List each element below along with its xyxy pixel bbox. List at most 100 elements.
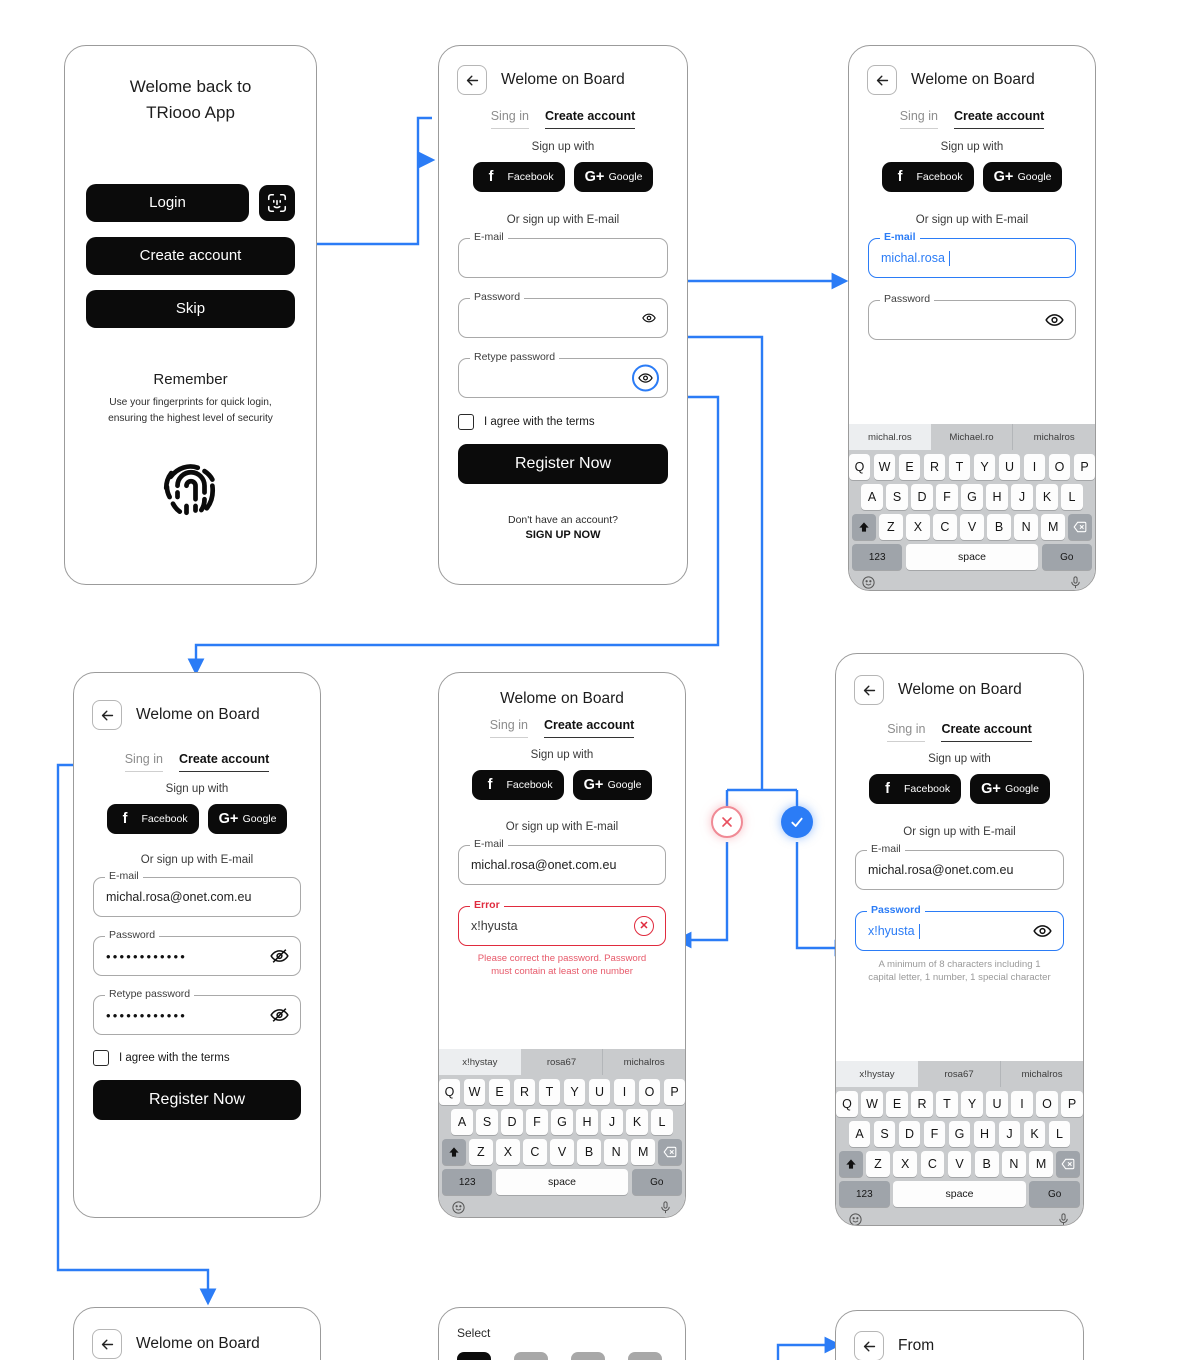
suggestion-item[interactable]: x!hystay xyxy=(439,1049,521,1075)
backspace-icon[interactable] xyxy=(658,1139,683,1165)
color-swatch[interactable] xyxy=(514,1352,548,1360)
key-o[interactable]: O xyxy=(1036,1091,1058,1117)
keyboard-row-2[interactable]: A S D F G H J K L xyxy=(849,484,1095,510)
key-r[interactable]: R xyxy=(923,454,946,480)
key-v[interactable]: V xyxy=(960,514,984,540)
key-f[interactable]: F xyxy=(526,1109,548,1135)
key-i[interactable]: I xyxy=(1011,1091,1033,1117)
microphone-icon[interactable] xyxy=(1056,1212,1071,1225)
key-g[interactable]: G xyxy=(551,1109,573,1135)
key-p[interactable]: P xyxy=(1073,454,1095,480)
color-swatch-selected[interactable] xyxy=(457,1352,491,1360)
skip-button[interactable]: Skip xyxy=(86,289,295,328)
keyboard-row-1[interactable]: Q W E R T Y U I O P xyxy=(849,454,1095,480)
suggestion-item[interactable]: michal.ros xyxy=(849,424,931,450)
virtual-keyboard[interactable]: x!hystay rosa67 michalros Q W E R T Y U … xyxy=(836,1061,1083,1225)
key-j[interactable]: J xyxy=(998,1121,1021,1147)
key-y[interactable]: Y xyxy=(973,454,996,480)
key-g[interactable]: G xyxy=(948,1121,971,1147)
key-m[interactable]: M xyxy=(1029,1151,1053,1177)
circle-x-icon[interactable]: ✕ xyxy=(634,916,654,936)
arrow-left-icon[interactable] xyxy=(457,65,487,95)
google-signup-button[interactable]: G+ Google xyxy=(573,162,654,192)
emoji-icon[interactable] xyxy=(848,1212,863,1225)
key-p[interactable]: P xyxy=(663,1079,685,1105)
sign-up-now-link[interactable]: SIGN UP NOW xyxy=(525,529,601,541)
key-t[interactable]: T xyxy=(948,454,971,480)
go-key[interactable]: Go xyxy=(1041,544,1092,570)
eye-icon[interactable] xyxy=(642,311,656,325)
eye-icon[interactable] xyxy=(1033,922,1052,941)
facebook-signup-button[interactable]: f Facebook xyxy=(881,162,974,192)
backspace-icon[interactable] xyxy=(1056,1151,1081,1177)
key-w[interactable]: W xyxy=(873,454,896,480)
key-n[interactable]: N xyxy=(604,1139,628,1165)
key-c[interactable]: C xyxy=(523,1139,547,1165)
tab-create-account[interactable]: Create account xyxy=(178,752,270,772)
retype-password-field[interactable]: Retype password xyxy=(458,352,668,398)
key-y[interactable]: Y xyxy=(961,1091,983,1117)
key-q[interactable]: Q xyxy=(439,1079,461,1105)
suggestion-bar[interactable]: michal.ros Michael.ro michalros xyxy=(849,424,1095,450)
key-e[interactable]: E xyxy=(488,1079,511,1105)
key-d[interactable]: D xyxy=(501,1109,523,1135)
key-h[interactable]: H xyxy=(973,1121,996,1147)
tab-sign-in[interactable]: Sing in xyxy=(489,718,528,738)
tab-create-account[interactable]: Create account xyxy=(543,718,635,738)
google-signup-button[interactable]: G+ Google xyxy=(572,770,653,800)
key-i[interactable]: I xyxy=(1023,454,1046,480)
key-j[interactable]: J xyxy=(1011,484,1033,510)
key-b[interactable]: B xyxy=(987,514,1011,540)
eye-icon[interactable] xyxy=(632,364,659,392)
key-u[interactable]: U xyxy=(986,1091,1008,1117)
tab-create-account[interactable]: Create account xyxy=(953,109,1045,129)
facebook-signup-button[interactable]: f Facebook xyxy=(869,774,962,804)
key-p[interactable]: P xyxy=(1061,1091,1083,1117)
shift-icon[interactable] xyxy=(851,514,876,540)
key-h[interactable]: H xyxy=(576,1109,598,1135)
key-o[interactable]: O xyxy=(1048,454,1071,480)
key-e[interactable]: E xyxy=(886,1091,908,1117)
key-x[interactable]: X xyxy=(893,1151,917,1177)
terms-checkbox[interactable] xyxy=(458,414,474,430)
email-field[interactable]: E-mail michal.rosa@onet.com.eu xyxy=(458,839,666,885)
virtual-keyboard[interactable]: x!hystay rosa67 michalros Q W E R T Y U … xyxy=(439,1049,685,1217)
suggestion-item[interactable]: rosa67 xyxy=(546,1056,577,1068)
key-x[interactable]: X xyxy=(496,1139,520,1165)
key-k[interactable]: K xyxy=(1023,1121,1046,1147)
terms-checkbox-row[interactable]: I agree with the terms xyxy=(93,1050,301,1066)
key-s[interactable]: S xyxy=(873,1121,896,1147)
emoji-icon[interactable] xyxy=(451,1200,466,1217)
arrow-left-icon[interactable] xyxy=(854,1331,884,1360)
key-s[interactable]: S xyxy=(886,484,908,510)
key-v[interactable]: V xyxy=(947,1151,972,1177)
key-l[interactable]: L xyxy=(651,1109,673,1135)
key-c[interactable]: C xyxy=(933,514,957,540)
keyboard-row-4[interactable]: 123 space Go xyxy=(849,544,1095,570)
keyboard-row-1[interactable]: Q W E R T Y U I O P xyxy=(836,1091,1083,1117)
retype-password-field[interactable]: Retype password •••••••••••• xyxy=(93,989,301,1035)
password-field[interactable]: Password xyxy=(458,292,668,338)
tab-create-account[interactable]: Create account xyxy=(544,109,636,129)
key-k[interactable]: K xyxy=(626,1109,648,1135)
email-field[interactable]: E-mail michal.rosa@onet.com.eu xyxy=(855,844,1064,890)
key-r[interactable]: R xyxy=(513,1079,536,1105)
key-r[interactable]: R xyxy=(911,1091,933,1117)
register-now-button[interactable]: Register Now xyxy=(458,444,668,484)
key-d[interactable]: D xyxy=(898,1121,921,1147)
google-signup-button[interactable]: G+ Google xyxy=(982,162,1063,192)
key-i[interactable]: I xyxy=(613,1079,636,1105)
tab-sign-in[interactable]: Sing in xyxy=(887,722,926,742)
key-t[interactable]: T xyxy=(538,1079,561,1105)
suggestion-bar[interactable]: x!hystay rosa67 michalros xyxy=(836,1061,1083,1087)
google-signup-button[interactable]: G+ Google xyxy=(970,774,1050,804)
key-c[interactable]: C xyxy=(920,1151,945,1177)
key-o[interactable]: O xyxy=(638,1079,661,1105)
keyboard-row-3[interactable]: Z X C V B N M xyxy=(849,514,1095,540)
password-field[interactable]: Password •••••••••••• xyxy=(93,930,301,976)
tab-sign-in[interactable]: Sing in xyxy=(490,109,529,129)
microphone-icon[interactable] xyxy=(658,1200,673,1217)
key-q[interactable]: Q xyxy=(836,1091,858,1117)
key-a[interactable]: A xyxy=(451,1109,473,1135)
color-swatch[interactable] xyxy=(628,1352,662,1360)
